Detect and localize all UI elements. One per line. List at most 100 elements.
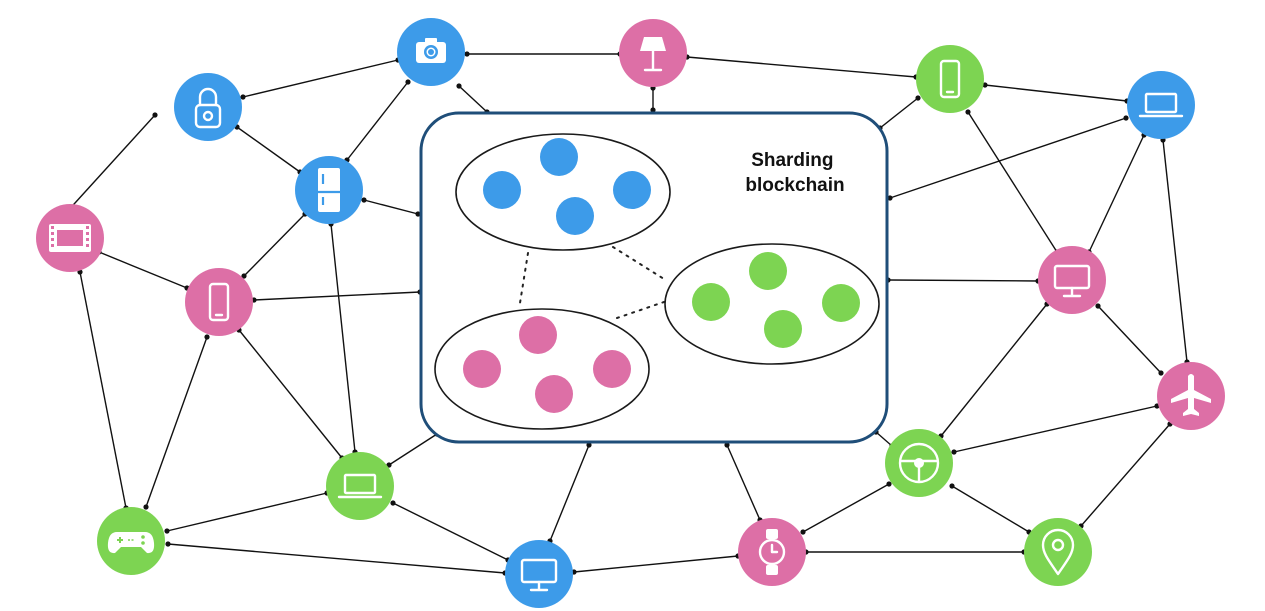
- network-edge: [64, 114, 156, 215]
- network-edge: [363, 199, 419, 215]
- sharding-blockchain-frame: Sharding blockchain: [419, 111, 889, 444]
- shard-link-pink-green: [616, 301, 665, 319]
- network-edge: [1080, 423, 1171, 527]
- network-edge: [879, 97, 919, 129]
- shard-link-blue-pink: [519, 252, 529, 304]
- edge-endpoint-dot: [405, 79, 411, 85]
- edge-endpoint-dot: [241, 273, 247, 279]
- smartphone-icon: [208, 282, 230, 322]
- edge-endpoint-dot: [165, 541, 171, 547]
- node-location: [1024, 518, 1092, 586]
- edge-endpoint-dot: [204, 334, 210, 340]
- shard-blue-node: [540, 138, 578, 176]
- shard-blue-boundary: [455, 133, 671, 251]
- shard-pink-node: [463, 350, 501, 388]
- network-edge: [889, 117, 1127, 199]
- network-edge: [238, 329, 343, 459]
- laptop-icon: [337, 473, 383, 499]
- network-edge: [166, 492, 328, 532]
- network-edge: [984, 84, 1128, 102]
- network-edge: [330, 223, 356, 453]
- shard-link-blue-green: [612, 246, 665, 280]
- edge-endpoint-dot: [586, 442, 592, 448]
- node-gamepad: [97, 507, 165, 575]
- network-edge: [1097, 305, 1162, 374]
- network-edge: [145, 336, 208, 508]
- network-edge: [940, 303, 1048, 437]
- network-edge: [346, 81, 409, 161]
- edge-endpoint-dot: [1095, 303, 1101, 309]
- shard-green-node: [692, 283, 730, 321]
- network-edge: [242, 59, 399, 98]
- edge-endpoint-dot: [240, 94, 246, 100]
- shard-blue: [455, 133, 671, 251]
- shard-pink-node: [519, 316, 557, 354]
- edge-endpoint-dot: [143, 504, 149, 510]
- shard-pink: [434, 308, 650, 430]
- edge-endpoint-dot: [949, 483, 955, 489]
- network-edge: [388, 433, 438, 466]
- lamp-icon: [640, 37, 666, 72]
- network-edge: [243, 213, 306, 277]
- node-steering: [885, 429, 953, 497]
- shard-pink-node: [535, 375, 573, 413]
- network-edge: [167, 543, 506, 574]
- smartwatch-icon: [758, 529, 786, 575]
- edge-endpoint-dot: [982, 82, 988, 88]
- node-fridge: [295, 156, 363, 224]
- edge-endpoint-dot: [887, 195, 893, 201]
- network-edge: [967, 111, 1058, 253]
- network-edge: [79, 271, 127, 509]
- refrigerator-icon: [318, 168, 340, 212]
- gamepad-icon: [107, 532, 155, 554]
- edge-endpoint-dot: [464, 51, 470, 57]
- network-edges: [62, 51, 1190, 576]
- edge-endpoint-dot: [390, 500, 396, 506]
- shard-pink-boundary: [434, 308, 650, 430]
- node-phone-left: [185, 268, 253, 336]
- edge-endpoint-dot: [1158, 370, 1164, 376]
- node-phone-top: [916, 45, 984, 113]
- node-monitor-right: [1038, 246, 1106, 314]
- shard-green-boundary: [664, 243, 880, 365]
- network-edge: [458, 85, 488, 113]
- shard-green: [664, 243, 880, 365]
- edge-endpoint-dot: [800, 529, 806, 535]
- network-edge: [875, 431, 893, 447]
- network-edge: [1162, 139, 1188, 363]
- edge-endpoint-dot: [1123, 115, 1129, 121]
- network-edge: [951, 485, 1030, 533]
- airplane-icon: [1171, 374, 1211, 416]
- shard-pink-node: [593, 350, 631, 388]
- shard-blue-node: [613, 171, 651, 209]
- network-edge: [686, 56, 917, 78]
- network-edge: [392, 502, 509, 561]
- node-laptop-right: [1127, 71, 1195, 139]
- node-lock: [174, 73, 242, 141]
- title-line-2: blockchain: [745, 175, 844, 196]
- edge-endpoint-dot: [886, 481, 892, 487]
- edge-endpoint-dot: [724, 442, 730, 448]
- network-edge: [549, 444, 590, 542]
- film-strip-icon: [49, 224, 91, 252]
- edge-endpoint-dot: [951, 449, 957, 455]
- shard-green-node: [764, 310, 802, 348]
- frame-title: Sharding blockchain: [745, 150, 844, 196]
- node-lamp: [619, 19, 687, 87]
- network-edge: [802, 483, 890, 533]
- edge-endpoint-dot: [965, 109, 971, 115]
- edge-endpoint-dot: [361, 197, 367, 203]
- node-watch: [738, 518, 806, 586]
- monitor-icon: [1053, 264, 1091, 298]
- node-camera: [397, 18, 465, 86]
- padlock-icon: [194, 87, 222, 129]
- smartphone-icon: [939, 59, 961, 99]
- edge-endpoint-dot: [456, 83, 462, 89]
- edge-endpoint-dot: [650, 107, 656, 113]
- laptop-icon: [1138, 92, 1184, 118]
- shard-green-node: [822, 284, 860, 322]
- node-plane: [1157, 362, 1225, 430]
- monitor-icon: [520, 558, 558, 592]
- network-edge: [953, 405, 1158, 453]
